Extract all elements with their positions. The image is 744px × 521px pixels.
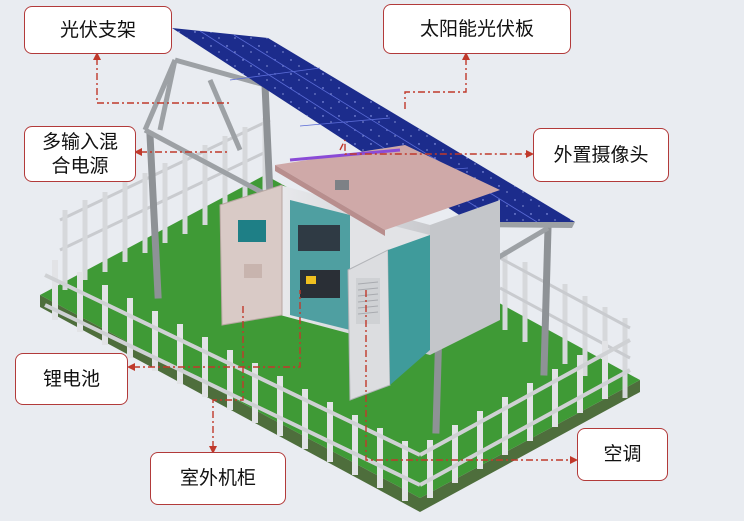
leader-pv-bracket <box>96 58 230 104</box>
cabinet-door-right <box>347 249 391 401</box>
cabinet-side-right <box>430 200 500 355</box>
label-multi-input-power: 多输入混 合电源 <box>24 126 136 182</box>
door-handle-left <box>244 264 262 278</box>
cabinet-roof <box>275 145 500 230</box>
cabinet-door-left <box>219 184 283 326</box>
label-air-conditioner: 空调 <box>577 428 668 481</box>
leader-cabinet <box>212 305 244 448</box>
camera-mount <box>335 180 349 190</box>
leader-ac <box>365 290 572 461</box>
battery-terminal <box>306 276 316 284</box>
label-pv-bracket: 光伏支架 <box>24 6 172 54</box>
label-solar-panel: 太阳能光伏板 <box>383 4 571 54</box>
solar-panel-texture <box>172 28 575 222</box>
label-multi-input-power-line2: 合电源 <box>51 155 109 177</box>
fence-back-right-rails <box>499 256 631 360</box>
label-lithium-battery: 锂电池 <box>15 353 128 405</box>
cabinet-roof-edge <box>275 165 385 236</box>
label-external-camera: 外置摄像头 <box>533 128 669 182</box>
power-module <box>298 225 340 251</box>
leader-lines <box>96 58 572 461</box>
leader-arrowheads <box>93 52 578 464</box>
leader-battery <box>133 290 301 368</box>
base-platform-front <box>40 295 640 512</box>
door-panel-left <box>238 220 266 242</box>
cabinet-door-right-inner <box>388 235 430 385</box>
fence-front-left-rails <box>44 273 421 487</box>
ac-vents <box>357 281 379 315</box>
label-outdoor-cabinet: 室外机柜 <box>150 452 286 505</box>
cabinet-interior <box>290 200 350 330</box>
fence-front-right-rails <box>419 338 631 487</box>
leader-solar-panel <box>404 58 467 112</box>
leader-camera <box>339 139 528 155</box>
label-multi-input-power-line1: 多输入混 <box>41 131 118 153</box>
roof-accent <box>289 148 401 162</box>
